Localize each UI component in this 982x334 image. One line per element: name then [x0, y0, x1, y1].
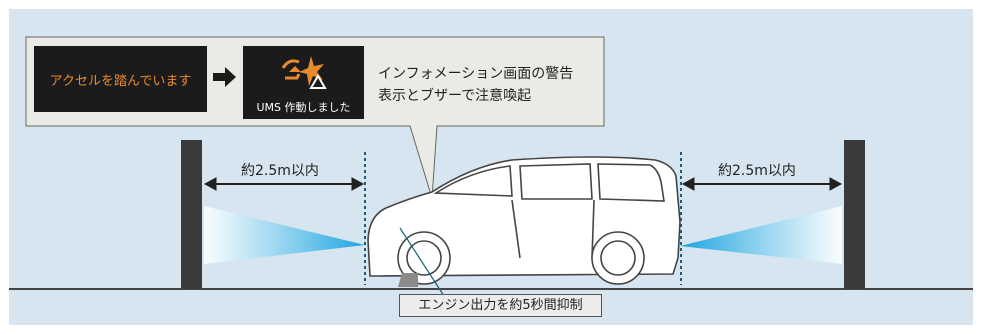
ums-warning-icon: [281, 56, 327, 89]
warning-screen-accelerator: アクセルを踏んでいます: [34, 46, 207, 112]
callout-text: インフォメーション画面の警告 表示とブザーで注意喚起: [378, 63, 573, 107]
right-wall: [844, 140, 865, 289]
engine-output-label: エンジン出力を約5秒間抑制: [399, 294, 602, 317]
wheel-chock: [398, 273, 418, 287]
rear-distance-arrow: [681, 177, 843, 191]
warning-screen-ums-text: UMS 作動しました: [256, 101, 351, 114]
front-distance-arrow: [203, 177, 365, 191]
car: [367, 156, 681, 285]
left-wall: [181, 140, 202, 289]
warning-screen-ums: UMS 作動しました: [243, 46, 364, 119]
warning-screen-text: アクセルを踏んでいます: [49, 74, 192, 89]
callout-line-1: インフォメーション画面の警告: [378, 66, 574, 82]
front-distance-label: 約2.5m以内: [241, 163, 319, 179]
engine-leader-line: [399, 227, 445, 297]
callout-line-2: 表示とブザーで注意喚起: [378, 88, 532, 104]
rear-sensor-beam: [680, 206, 842, 264]
arrow-right-icon: [213, 66, 237, 92]
front-sensor-beam: [204, 206, 365, 264]
rear-distance-label: 約2.5m以内: [718, 163, 796, 179]
